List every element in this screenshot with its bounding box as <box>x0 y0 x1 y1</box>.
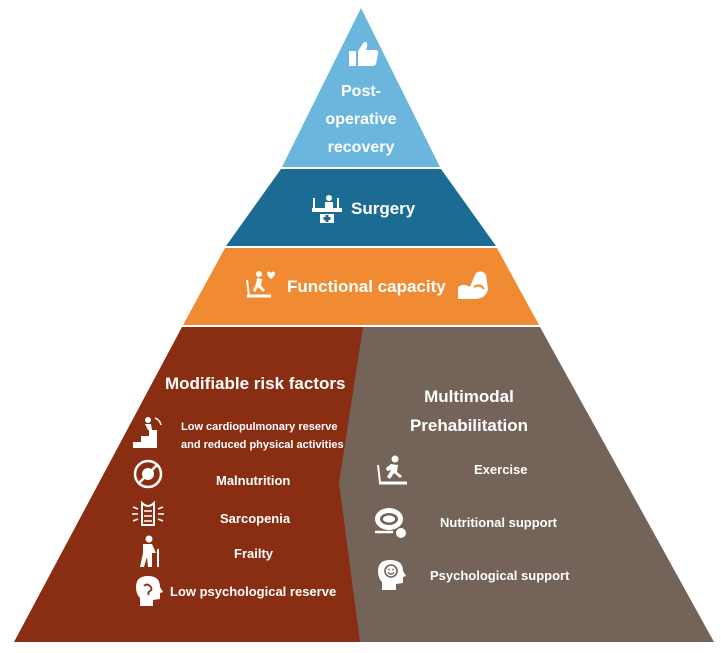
surgery-label: Surgery <box>351 199 416 218</box>
tier-top <box>282 8 440 167</box>
segment-prehabilitation <box>336 327 714 642</box>
operating-table-icon <box>312 195 342 223</box>
risk-item-1-line-1: Low cardiopulmonary reserve <box>181 421 338 433</box>
smiling-head-icon <box>378 560 406 590</box>
risk-item-2-label: Malnutrition <box>216 473 291 488</box>
prehabilitation-title: Multimodal Prehabilitation <box>404 382 534 440</box>
treadmill-heart-icon <box>246 271 275 298</box>
segment-risk-factors <box>14 327 363 642</box>
prehab-item-3-label: Psychological support <box>430 568 570 583</box>
tier-surgery <box>226 169 496 246</box>
tier-functional <box>183 248 539 325</box>
head-stress-icon <box>136 576 163 606</box>
prehabilitation-title-line-2: Prehabilitation <box>409 416 529 435</box>
top-tier-label-line-1: Post- <box>341 83 381 100</box>
prehab-item-1-label: Exercise <box>474 462 528 477</box>
flexed-arm-icon <box>458 271 488 299</box>
risk-item-3-label: Sarcopenia <box>220 511 291 526</box>
thumbs-up-icon <box>349 41 379 66</box>
functional-capacity-label: Functional capacity <box>287 277 446 296</box>
treadmill-runner-icon <box>377 455 407 485</box>
prehabilitation-title-line-1: Multimodal <box>424 387 514 406</box>
risk-item-1-line-2: and reduced physical activities <box>181 439 344 451</box>
risk-factors-title: Modifiable risk factors <box>165 374 346 393</box>
top-tier-label-line-2: operative <box>325 111 397 128</box>
stairs-climbing-icon <box>133 417 162 448</box>
risk-item-4-label: Frailty <box>234 546 274 561</box>
risk-item-5-label: Low psychological reserve <box>170 584 337 599</box>
elderly-cane-icon <box>140 535 159 567</box>
risk-item-1-label: Low cardiopulmonary reserve and reduced … <box>181 418 344 454</box>
muscle-loss-icon <box>132 500 164 526</box>
top-tier-label-line-3: recovery <box>327 139 395 156</box>
food-plate-icon <box>375 508 406 538</box>
prehab-item-2-label: Nutritional support <box>440 515 557 530</box>
no-food-plate-icon <box>133 459 163 489</box>
